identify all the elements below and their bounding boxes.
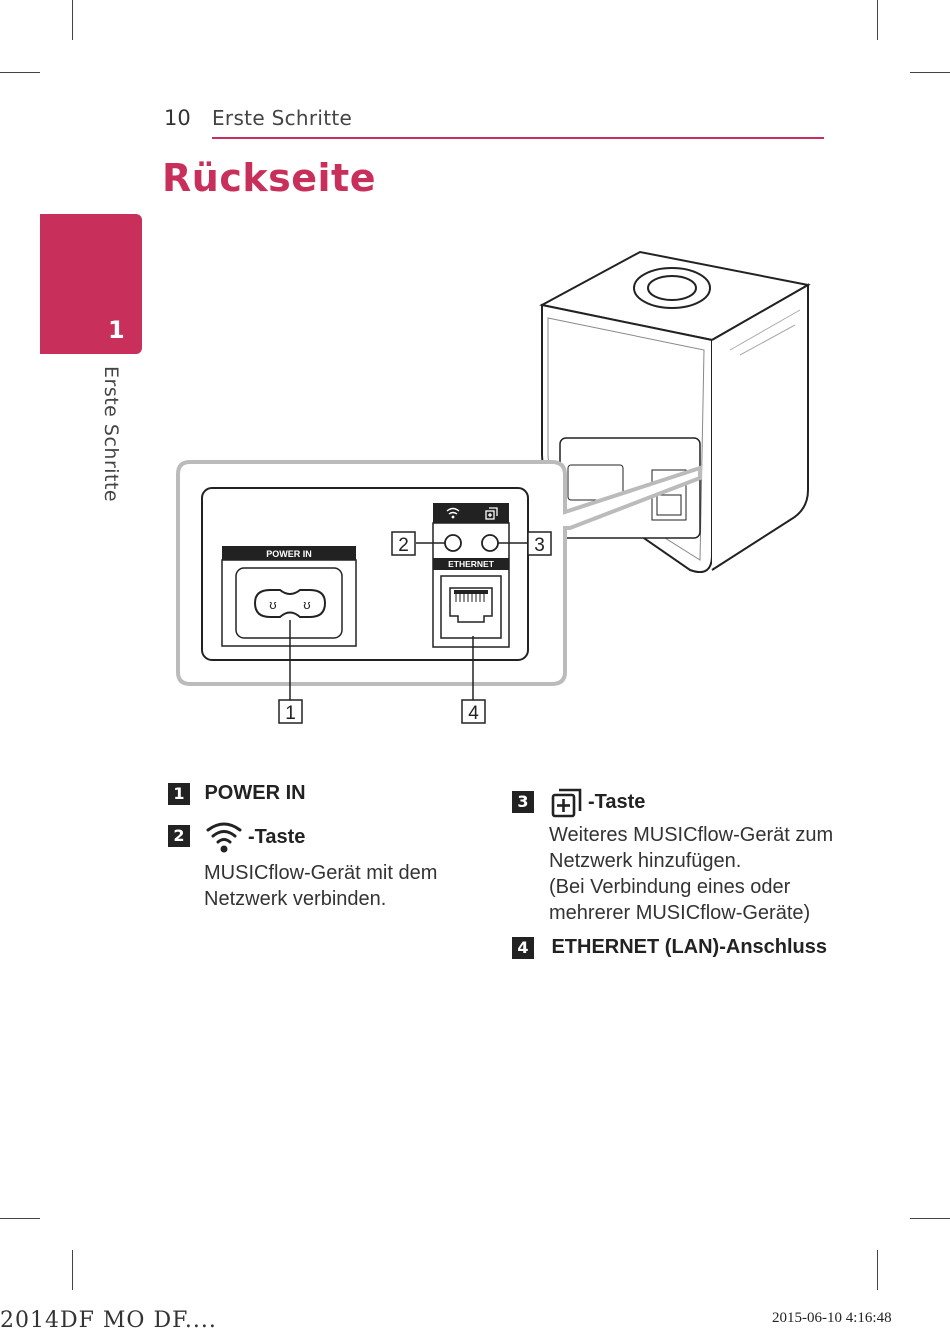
power-in-label: POWER IN (266, 549, 312, 559)
item-badge: 1 (168, 783, 190, 805)
item-wifi-button: 2 (168, 825, 190, 847)
power-in-label-bar (222, 546, 356, 560)
chapter-tab (40, 214, 142, 354)
leader-lines (289, 542, 528, 700)
wifi-icon (206, 822, 242, 853)
item-add-device-button: 3 (512, 791, 534, 813)
callout-1: 1 (278, 699, 303, 724)
item-badge: 4 (512, 937, 534, 959)
chapter-side-label: Erste Schritte (100, 366, 122, 503)
item-title: POWER IN (204, 782, 306, 804)
crop-mark (877, 0, 878, 40)
chapter-tab-number: 1 (108, 316, 125, 344)
crop-mark (910, 1218, 950, 1219)
ethernet-label: ETHERNET (448, 559, 495, 569)
crop-mark (72, 1250, 73, 1290)
item-badge: 3 (512, 791, 534, 813)
crop-mark (0, 72, 40, 73)
item-description-line: Netzwerk verbinden. (204, 888, 387, 910)
header-rule (212, 137, 824, 139)
item-description-line: Weiteres MUSICflow-Gerät zum (549, 824, 834, 846)
power-pin-right-icon: ʊ (303, 597, 310, 612)
crop-mark (910, 72, 950, 73)
add-device-icon (485, 507, 498, 520)
power-pin-left-icon: ʊ (269, 597, 276, 612)
page-number: 10 (164, 106, 191, 130)
add-device-button[interactable] (481, 534, 499, 552)
crop-mark (877, 1250, 878, 1290)
ethernet-label-bar (433, 558, 509, 570)
svg-text:3: 3 (534, 535, 545, 556)
svg-text:1: 1 (285, 703, 296, 724)
print-timestamp: 2015-06-10 4:16:48 (772, 1310, 892, 1326)
ethernet-housing (432, 522, 510, 648)
wifi-icon (446, 507, 460, 515)
item-title: ETHERNET (LAN)-Anschluss (551, 936, 828, 958)
item-power-in: 1 POWER IN (168, 782, 306, 805)
speaker-illustration (539, 250, 811, 574)
item-badge: 2 (168, 825, 190, 847)
item-description-line: MUSICflow-Gerät mit dem (204, 862, 438, 884)
crop-mark (0, 1218, 40, 1219)
rear-panel-diagram: POWER IN ʊ ʊ ETHERNET 2 (176, 250, 811, 724)
svg-text:2: 2 (398, 535, 409, 556)
svg-text:4: 4 (468, 703, 479, 724)
callout-3: 3 (527, 531, 552, 556)
callout-2: 2 (391, 531, 416, 556)
wifi-button[interactable] (444, 534, 462, 552)
print-slug: 2014DF MO DF.... (0, 1308, 217, 1333)
section-header: Erste Schritte (212, 106, 353, 130)
ethernet-pin-bar (454, 590, 488, 594)
page-title: Rückseite (162, 156, 376, 200)
crop-mark (72, 0, 73, 40)
item-description-line: mehrerer MUSICflow-Geräte) (549, 902, 811, 924)
add-device-icon (551, 788, 582, 818)
item-description-line: Netzwerk hinzufügen. (549, 850, 742, 872)
item-title: -Taste (248, 826, 306, 848)
item-ethernet: 4 ETHERNET (LAN)-Anschluss (512, 936, 827, 959)
callout-4: 4 (461, 699, 486, 724)
power-connector-shape (253, 589, 327, 618)
wifi-icon-dot (451, 515, 455, 519)
item-description-line: (Bei Verbindung eines oder (549, 876, 791, 898)
item-title: -Taste (588, 791, 646, 813)
